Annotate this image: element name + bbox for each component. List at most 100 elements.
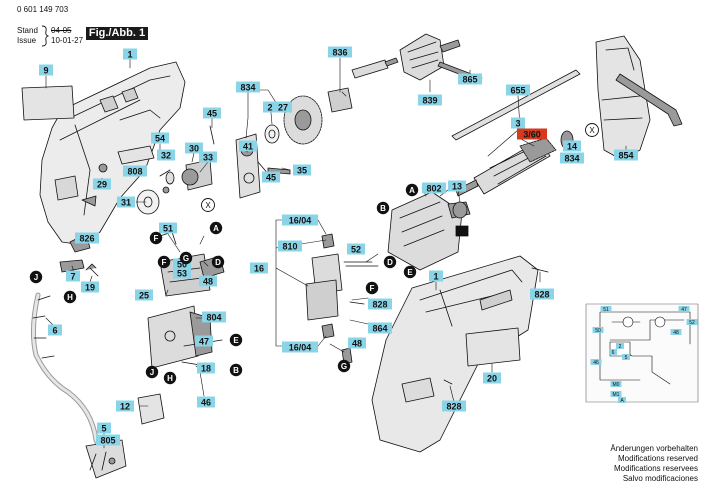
callout-c-828b: 828 xyxy=(530,288,554,300)
callout-c-51: 51 xyxy=(159,222,177,234)
callout-label: 30 xyxy=(189,143,199,153)
marker-label: E xyxy=(233,336,239,345)
callout-c-30: 30 xyxy=(185,142,203,154)
schematic-label-text: 2 xyxy=(619,344,622,350)
issue-label: Issue xyxy=(17,36,37,45)
label-plate-808 xyxy=(117,145,155,165)
callout-c-810: 810 xyxy=(278,240,302,252)
cross-marker-layer: XX xyxy=(201,123,599,212)
connection-marker-m-h2: H xyxy=(163,371,177,385)
callout-label: 54 xyxy=(155,133,165,143)
callout-label: 865 xyxy=(462,74,477,84)
marker-label: J xyxy=(34,273,38,282)
brush-holder-assembly xyxy=(305,233,353,365)
callout-label: 16 xyxy=(254,263,264,273)
marker-label: B xyxy=(233,366,239,375)
connection-marker-m-e2: E xyxy=(229,333,243,347)
callout-label: 45 xyxy=(207,108,217,118)
connection-marker-m-g1: G xyxy=(179,251,193,265)
connection-marker-m-f2: F xyxy=(157,255,171,269)
housing-right-half xyxy=(371,255,539,453)
connection-marker-m-a1: A xyxy=(405,183,419,197)
callout-label: 834 xyxy=(564,153,579,163)
bearing-2 xyxy=(264,124,280,144)
connection-marker-m-f3: F xyxy=(365,281,379,295)
callout-c-828a: 828 xyxy=(368,298,392,310)
callout-label: 53 xyxy=(177,268,187,278)
connection-marker-m-j1: J xyxy=(29,270,43,284)
callout-label: 9 xyxy=(43,65,48,75)
schematic-label-s-5: 5 xyxy=(622,354,630,361)
callout-label: 834 xyxy=(240,82,255,92)
callout-c-839: 839 xyxy=(418,94,442,106)
connection-marker-m-g2: G xyxy=(337,359,351,373)
callout-label: 50 xyxy=(177,259,187,269)
drill-chuck-839 xyxy=(399,33,461,81)
callout-c-46: 46 xyxy=(197,396,215,408)
callout-label: 839 xyxy=(422,95,437,105)
cross-marker-label: X xyxy=(205,201,211,210)
callout-label: 805 xyxy=(100,435,115,445)
callout-label: 828 xyxy=(534,289,549,299)
callout-c-804: 804 xyxy=(202,311,226,323)
callout-label: 854 xyxy=(618,150,633,160)
callout-label: 12 xyxy=(120,401,130,411)
callout-c-41: 41 xyxy=(239,140,257,152)
marker-label: G xyxy=(183,254,189,263)
callout-c-33: 33 xyxy=(199,151,217,163)
screws-828 xyxy=(349,267,549,385)
connection-marker-m-b2: B xyxy=(229,363,243,377)
schematic-label-text: M0 xyxy=(613,382,620,388)
callout-label: 16/04 xyxy=(289,342,312,352)
callout-label: 18 xyxy=(201,363,211,373)
callout-c-5: 5 xyxy=(97,422,111,434)
stand-label: Stand xyxy=(17,26,38,35)
marker-label: H xyxy=(67,293,73,302)
callout-c-45b: 45 xyxy=(262,171,280,183)
marker-label: D xyxy=(215,258,221,267)
callout-label: 864 xyxy=(372,323,387,333)
issue-date: 10-01-27 xyxy=(51,36,84,45)
callout-c-14: 14 xyxy=(563,140,581,152)
spring-33 xyxy=(162,171,175,194)
callout-label: 19 xyxy=(85,282,95,292)
figure-label: Fig./Abb. 1 xyxy=(86,27,148,40)
callout-c-854: 854 xyxy=(614,149,638,161)
connection-marker-m-h1: H xyxy=(63,290,77,304)
callout-label: 33 xyxy=(203,152,213,162)
callout-c-32: 32 xyxy=(157,149,175,161)
callout-label: 52 xyxy=(351,244,361,254)
marker-label: E xyxy=(407,268,413,277)
callout-label: 5 xyxy=(101,423,106,433)
callout-label: 6 xyxy=(52,325,57,335)
drill-spindle xyxy=(351,57,399,79)
callout-label: 14 xyxy=(567,141,577,151)
screw-19 xyxy=(85,263,99,277)
marker-label: B xyxy=(380,204,386,213)
callout-c-865: 865 xyxy=(458,73,482,85)
callout-label: 1 xyxy=(127,49,132,59)
callout-label: 655 xyxy=(510,85,525,95)
callout-label: 45 xyxy=(266,172,276,182)
callout-c-48b: 48 xyxy=(348,337,366,349)
marker-label: J xyxy=(150,368,154,377)
date-brace-icon xyxy=(41,25,50,47)
schematic-label-text: 48 xyxy=(673,330,679,336)
housing-left-half xyxy=(39,61,186,246)
screw-29 xyxy=(98,163,108,173)
callout-c-808: 808 xyxy=(123,165,147,177)
connection-marker-m-d1: D xyxy=(383,255,397,269)
callout-c-805: 805 xyxy=(96,434,120,446)
schematic-label-text: M1 xyxy=(613,392,620,398)
power-cord xyxy=(30,292,105,455)
connection-marker-m-a2: A xyxy=(209,221,223,235)
connection-marker-m-b1: B xyxy=(376,201,390,215)
cross-marker-x-1: X xyxy=(201,198,215,212)
callout-c-18: 18 xyxy=(197,362,215,374)
armature-3 xyxy=(455,137,557,197)
schematic-label-s-51: 51 xyxy=(600,306,612,313)
callout-c-828c: 828 xyxy=(442,400,466,412)
callout-label: 836 xyxy=(332,47,347,57)
connection-marker-m-j2: J xyxy=(145,365,159,379)
schematic-label-text: 5 xyxy=(625,355,628,361)
